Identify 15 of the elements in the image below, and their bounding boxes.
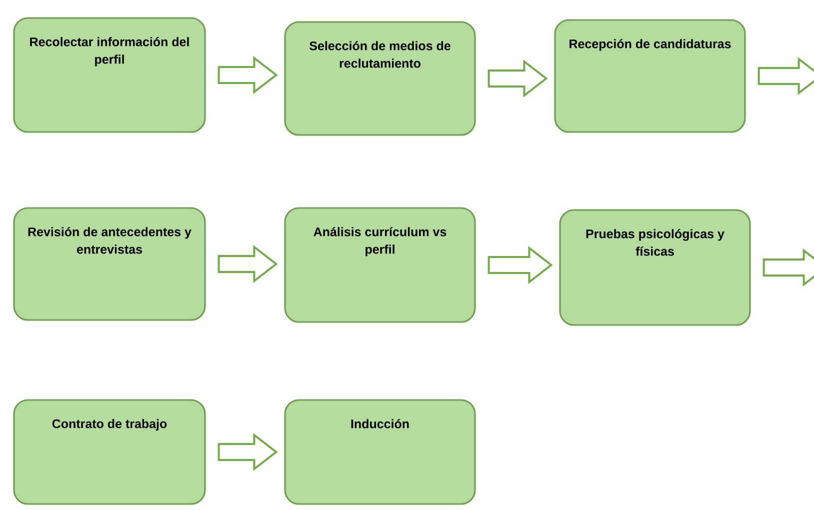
- process-box: Inducción: [284, 399, 476, 505]
- process-box: Análisis currículum vs perfil: [284, 207, 476, 323]
- block-arrow: [762, 248, 814, 287]
- block-arrow: [758, 56, 814, 96]
- block-arrow: [218, 244, 278, 284]
- block-arrow: [488, 246, 553, 284]
- process-box: Contrato de trabajo: [13, 399, 206, 505]
- process-box: Revisión de antecedentes y entrevistas: [13, 207, 206, 321]
- process-box: Recepción de candidaturas: [554, 19, 746, 133]
- process-box: Selección de medios de reclutamiento: [284, 21, 476, 136]
- block-arrow: [218, 432, 278, 472]
- process-box: Pruebas psicológicas y físicas: [559, 209, 751, 326]
- block-arrow: [488, 59, 548, 98]
- process-box: Recolectar información del perfil: [13, 17, 206, 133]
- block-arrow: [218, 56, 278, 94]
